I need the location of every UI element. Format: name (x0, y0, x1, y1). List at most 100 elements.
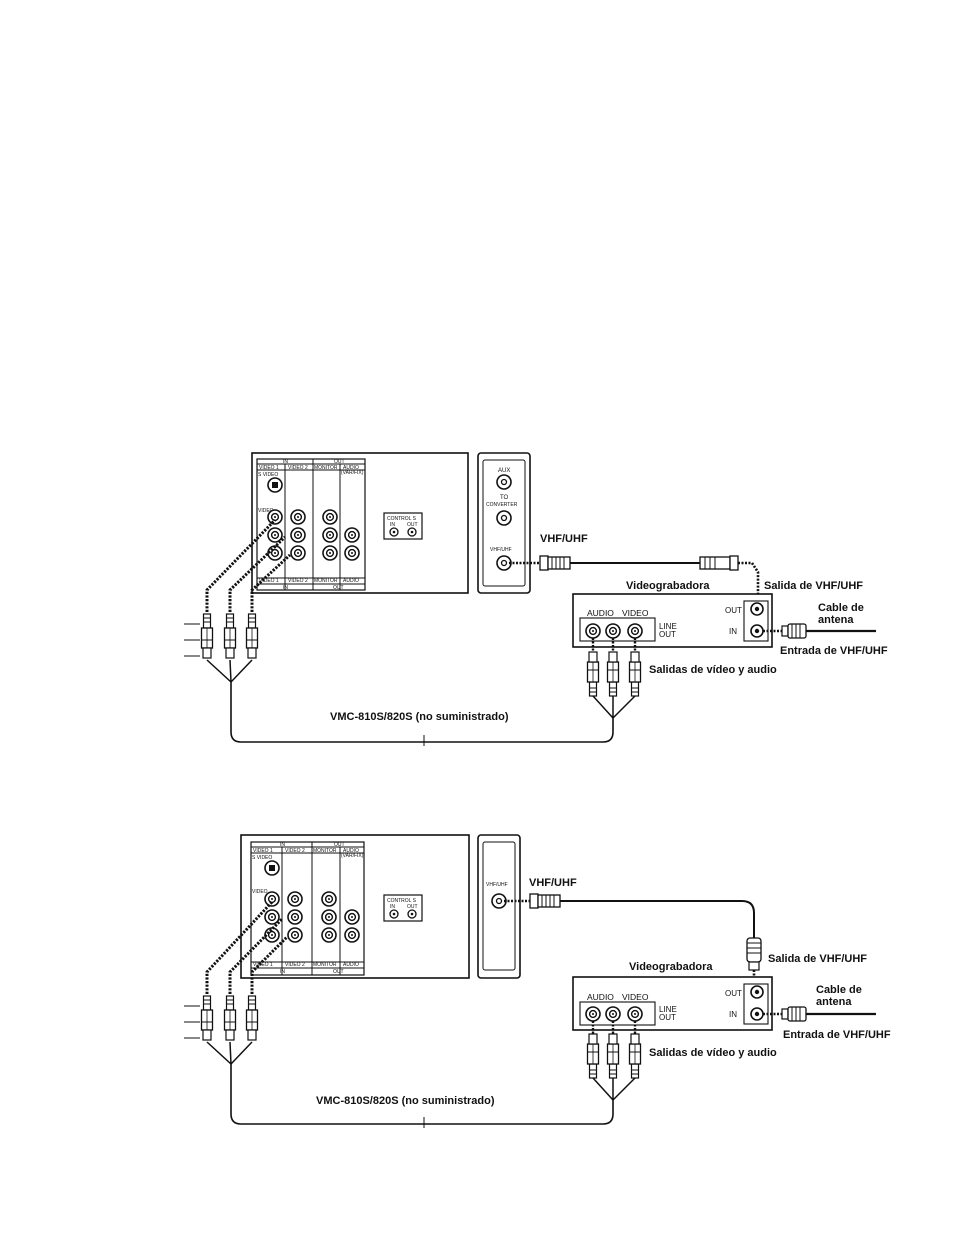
side-vhf-uhf-label-2: VHF/UHF (486, 882, 508, 888)
vhf-uhf-label: VHF/UHF (540, 533, 588, 545)
video2-video-jack[interactable] (290, 509, 306, 525)
vcr-panel: Videograbadora AUDIO VIDEO LINE OUT OUT … (572, 580, 773, 648)
cable-label-2-2: antena (816, 996, 852, 1008)
vcr-audio-r-jack[interactable] (605, 623, 621, 639)
monitor-audio-l-jack[interactable] (322, 527, 338, 543)
col-video2: VIDEO 2 (288, 465, 308, 471)
entrada-label: Entrada de VHF/UHF (780, 645, 888, 657)
vcr-video-jack[interactable] (627, 623, 643, 639)
videograbadora-label: Videograbadora (626, 580, 710, 592)
control-s-out: OUT (407, 522, 418, 528)
vcr-panel-2: Videograbadora AUDIO VIDEO LINE OUT OUT … (572, 961, 773, 1031)
cable-label-1: Cable de (818, 602, 864, 614)
vcr-line-label: LINE (659, 622, 677, 631)
header-out-2: OUT (334, 842, 345, 848)
vcr-vhf-out-jack[interactable] (750, 602, 764, 616)
control-s-label-2: CONTROL S (387, 898, 417, 904)
col-video1-2: VIDEO 1 (253, 848, 273, 854)
video2-audio-l-jack[interactable] (290, 527, 306, 543)
vcr-in-label: IN (729, 627, 737, 636)
audio-out-r-jack[interactable] (344, 545, 360, 561)
footer-video1-2: VIDEO 1 (253, 962, 273, 968)
video1-audio-l-jack[interactable] (267, 527, 283, 543)
cable-label-1-2: Cable de (816, 984, 862, 996)
vcr-line-out-label-2: OUT (659, 1013, 676, 1022)
vcr-video-jack-2[interactable] (627, 1006, 643, 1022)
audio-out-r-jack-2[interactable] (344, 927, 360, 943)
svideo-jack-2[interactable] (264, 860, 280, 876)
vhf-uhf-label-2: VHF/UHF (529, 877, 577, 889)
footer-in: IN (283, 585, 288, 591)
converter-jack[interactable] (496, 510, 512, 526)
salida-label-2: Salida de VHF/UHF (768, 953, 867, 965)
vcr-line-label-2: LINE (659, 1005, 677, 1014)
control-s-in-jack-2[interactable] (389, 909, 399, 919)
to-label: TO (500, 495, 509, 501)
control-s-in-2: IN (390, 904, 395, 910)
svideo-jack[interactable] (267, 477, 283, 493)
col-audio-2: AUDIO (343, 848, 359, 854)
col-monitor-2: MONITOR (313, 848, 337, 854)
footer-video1: VIDEO 1 (259, 578, 279, 584)
vcr-audio-l-jack-2[interactable] (585, 1006, 601, 1022)
tv-av-cable-2 (184, 900, 289, 1065)
vcr-audio-label-2: AUDIO (587, 992, 614, 1002)
control-s-out-2: OUT (407, 904, 418, 910)
video2-audio-r-jack-2[interactable] (287, 927, 303, 943)
vcr-audio-r-jack-2[interactable] (605, 1006, 621, 1022)
tv-av-cable (184, 518, 292, 683)
salidas-av-label-2: Salidas de vídeo y audio (649, 1047, 777, 1059)
footer-monitor-2: MONITOR (313, 962, 337, 968)
col-audio-var-2: (VAR/FIX) (341, 853, 364, 859)
footer-video2: VIDEO 2 (288, 578, 308, 584)
videograbadora-label-2: Videograbadora (629, 961, 713, 973)
vcr-audio-label: AUDIO (587, 608, 614, 618)
footer-video2-2: VIDEO 2 (285, 962, 305, 968)
col-audio: AUDIO (343, 465, 359, 471)
header-in-2: IN (280, 842, 285, 848)
footer-in-2: IN (280, 969, 285, 975)
vcr-av-cable-2 (230, 1021, 642, 1128)
monitor-video-jack-2[interactable] (321, 891, 337, 907)
antenna-side-panel-2: VHF/UHF (477, 834, 521, 979)
diagram-2: IN OUT VIDEO 1 VIDEO 2 MONITOR AUDIO (VA… (184, 834, 891, 1128)
vhf-uhf-cable (509, 555, 760, 600)
video2-audio-l-jack-2[interactable] (287, 909, 303, 925)
control-s-out-jack[interactable] (407, 527, 417, 537)
video1-video-jack[interactable] (267, 509, 283, 525)
converter-label: CONVERTER (486, 502, 518, 508)
vcr-audio-l-jack[interactable] (585, 623, 601, 639)
footer-out: OUT (333, 585, 344, 591)
video-label-2: VIDEO (252, 889, 268, 895)
video2-audio-r-jack[interactable] (290, 545, 306, 561)
vcr-vhf-out-jack-2[interactable] (750, 985, 764, 999)
monitor-audio-l-jack-2[interactable] (321, 909, 337, 925)
vcr-in-label-2: IN (729, 1010, 737, 1019)
aux-label: AUX (498, 468, 510, 474)
monitor-audio-r-jack-2[interactable] (321, 927, 337, 943)
vcr-out-label: OUT (725, 606, 742, 615)
footer-out-2: OUT (333, 969, 344, 975)
salidas-av-label: Salidas de vídeo y audio (649, 664, 777, 676)
video1-audio-l-jack-2[interactable] (264, 909, 280, 925)
antenna-cable (763, 623, 876, 639)
salida-label: Salida de VHF/UHF (764, 580, 863, 592)
footer-audio-2: AUDIO (343, 962, 359, 968)
vcr-out-label-2: OUT (725, 989, 742, 998)
control-s-out-jack-2[interactable] (407, 909, 417, 919)
footer-monitor: MONITOR (314, 578, 338, 584)
antenna-cable-2 (763, 1006, 876, 1022)
video2-video-jack-2[interactable] (287, 891, 303, 907)
vcr-video-label-2: VIDEO (622, 992, 649, 1002)
col-video2-2: VIDEO 2 (285, 848, 305, 854)
monitor-audio-r-jack[interactable] (322, 545, 338, 561)
monitor-video-jack[interactable] (322, 509, 338, 525)
control-s-in: IN (390, 522, 395, 528)
video-label: VIDEO (258, 508, 274, 514)
vcr-video-label: VIDEO (622, 608, 649, 618)
control-s-in-jack[interactable] (389, 527, 399, 537)
audio-out-l-jack[interactable] (344, 527, 360, 543)
audio-out-l-jack-2[interactable] (344, 909, 360, 925)
aux-jack[interactable] (496, 474, 512, 490)
